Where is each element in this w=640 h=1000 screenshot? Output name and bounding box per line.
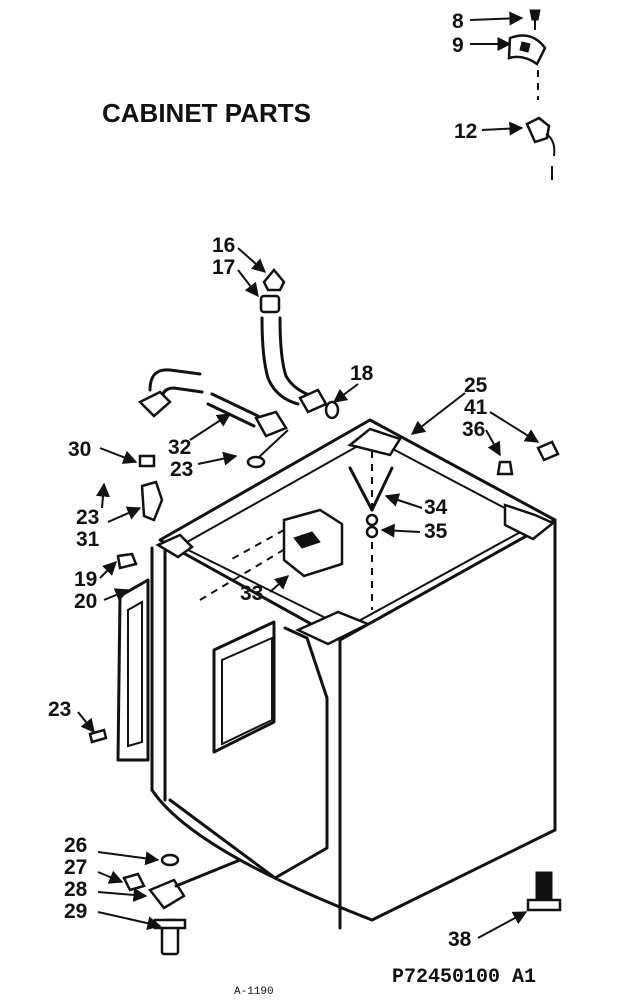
- callout-31: 31: [76, 528, 100, 551]
- left-bracket-parts: [88, 454, 164, 762]
- callout-28: 28: [64, 878, 88, 901]
- callout-32: 32: [168, 436, 191, 459]
- callout-16: 16: [212, 234, 235, 257]
- callout-17: 17: [212, 256, 235, 279]
- timer-part-33: [229, 508, 344, 578]
- callout-34: 34: [424, 496, 448, 519]
- callout-35: 35: [424, 520, 448, 543]
- screw-part-8: [529, 9, 541, 30]
- callout-labels: 8 9 12 16 17 18 25 41 36 30 32 23 23 31 …: [48, 10, 488, 951]
- part-number-code: P72450100 A1: [392, 966, 536, 989]
- callout-41: 41: [464, 396, 488, 419]
- callout-27: 27: [64, 856, 87, 879]
- hose-assembly: [259, 268, 340, 420]
- callout-23: 23: [48, 698, 71, 721]
- callout-23: 23: [76, 506, 99, 529]
- callout-36: 36: [462, 418, 485, 441]
- callout-33: 33: [240, 582, 263, 605]
- diagram-title: CABINET PARTS: [102, 98, 311, 128]
- cabinet-body: [150, 418, 560, 930]
- callout-9: 9: [452, 34, 464, 57]
- leveling-leg-parts: [122, 853, 562, 956]
- callout-29: 29: [64, 900, 87, 923]
- callout-20: 20: [74, 590, 97, 613]
- callout-18: 18: [350, 362, 374, 385]
- callout-8: 8: [452, 10, 464, 33]
- callout-38: 38: [448, 928, 472, 951]
- callout-30: 30: [68, 438, 91, 461]
- plug-part-12: [525, 116, 556, 180]
- callout-19: 19: [74, 568, 97, 591]
- callout-26: 26: [64, 834, 87, 857]
- drawing-code: A-1190: [234, 986, 274, 998]
- callout-12: 12: [454, 120, 477, 143]
- callout-25: 25: [464, 374, 488, 397]
- valve-part-32: [137, 368, 289, 469]
- callout-23: 23: [170, 458, 193, 481]
- leader-arrows: [77, 11, 540, 939]
- clamp-part-9: [507, 34, 547, 66]
